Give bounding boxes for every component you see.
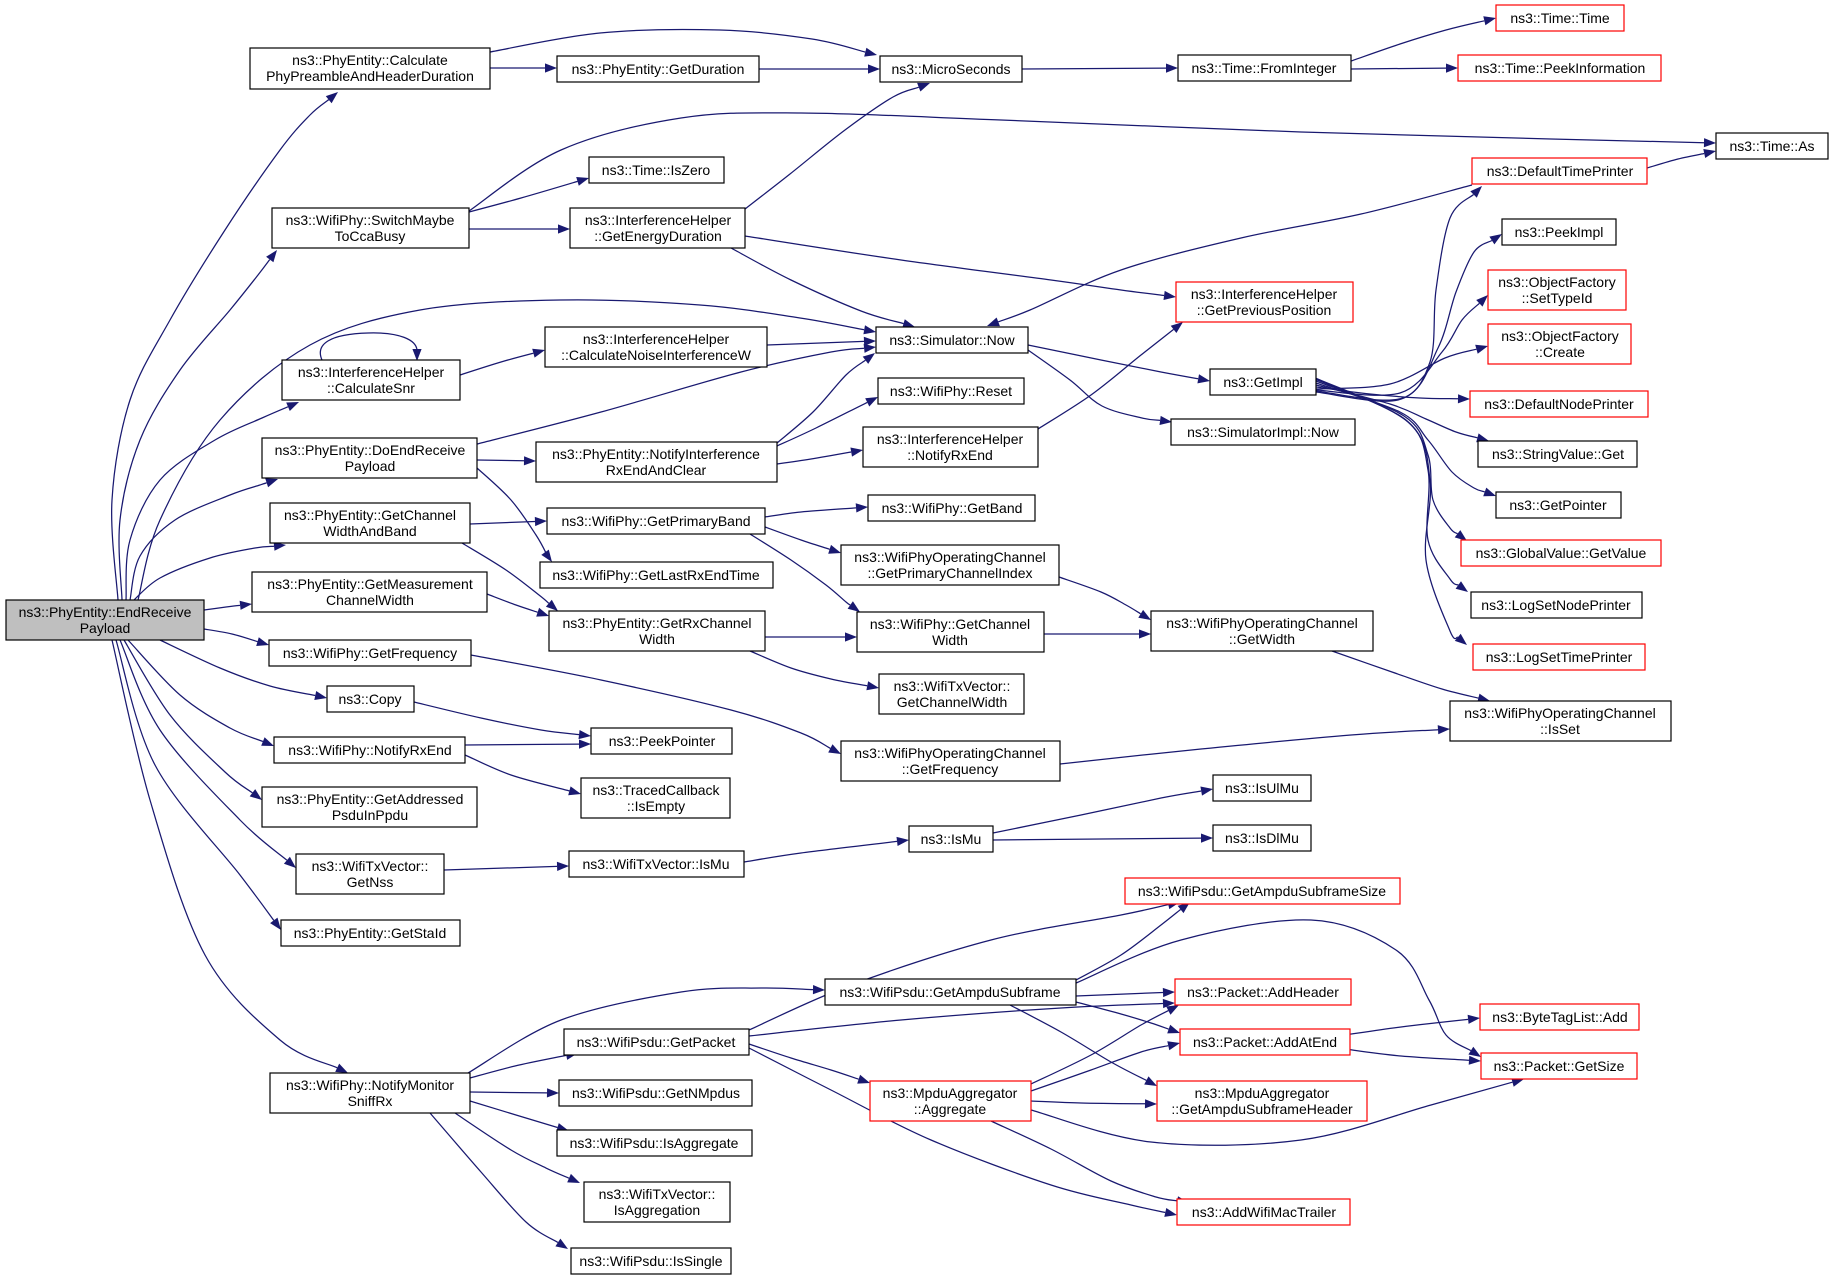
svg-text:ns3::Time::IsZero: ns3::Time::IsZero (602, 162, 711, 178)
svg-text:ns3::WifiTxVector::: ns3::WifiTxVector:: (312, 858, 429, 874)
svg-text:ns3::WifiPsdu::GetPacket: ns3::WifiPsdu::GetPacket (577, 1034, 736, 1050)
svg-text:ns3::Copy: ns3::Copy (338, 691, 401, 707)
svg-text:ns3::ObjectFactory: ns3::ObjectFactory (1501, 328, 1619, 344)
svg-text:ns3::InterferenceHelper: ns3::InterferenceHelper (585, 212, 732, 228)
svg-text:ns3::IsMu: ns3::IsMu (921, 831, 982, 847)
svg-text:::GetEnergyDuration: ::GetEnergyDuration (594, 228, 722, 244)
svg-text:ns3::AddWifiMacTrailer: ns3::AddWifiMacTrailer (1192, 1204, 1337, 1220)
svg-text:ns3::PhyEntity::GetMeasurement: ns3::PhyEntity::GetMeasurement (267, 576, 473, 592)
svg-text:ns3::WifiPhyOperatingChannel: ns3::WifiPhyOperatingChannel (1166, 615, 1357, 631)
svg-text:::IsEmpty: ::IsEmpty (627, 798, 685, 814)
svg-text:ns3::WifiPhy::NotifyMonitor: ns3::WifiPhy::NotifyMonitor (286, 1077, 454, 1093)
svg-text:GetNss: GetNss (347, 874, 394, 890)
svg-text:ns3::PhyEntity::DoEndReceive: ns3::PhyEntity::DoEndReceive (275, 442, 466, 458)
svg-text:ns3::InterferenceHelper: ns3::InterferenceHelper (877, 431, 1024, 447)
svg-text:ns3::PhyEntity::EndReceive: ns3::PhyEntity::EndReceive (19, 604, 192, 620)
svg-text:::GetPreviousPosition: ::GetPreviousPosition (1197, 302, 1332, 318)
svg-text:ns3::WifiPhy::SwitchMaybe: ns3::WifiPhy::SwitchMaybe (286, 212, 455, 228)
svg-text:PsduInPpdu: PsduInPpdu (332, 807, 408, 823)
svg-text:ns3::WifiTxVector::: ns3::WifiTxVector:: (599, 1186, 716, 1202)
svg-text:RxEndAndClear: RxEndAndClear (606, 462, 707, 478)
svg-text:ns3::ObjectFactory: ns3::ObjectFactory (1498, 274, 1616, 290)
svg-text:ns3::WifiPsdu::IsSingle: ns3::WifiPsdu::IsSingle (579, 1253, 722, 1269)
svg-text:ns3::PhyEntity::GetDuration: ns3::PhyEntity::GetDuration (572, 61, 745, 77)
svg-text:ns3::Simulator::Now: ns3::Simulator::Now (889, 332, 1015, 348)
svg-text:ns3::WifiPhyOperatingChannel: ns3::WifiPhyOperatingChannel (854, 549, 1045, 565)
svg-text:ns3::SimulatorImpl::Now: ns3::SimulatorImpl::Now (1187, 424, 1340, 440)
svg-text:ns3::LogSetNodePrinter: ns3::LogSetNodePrinter (1481, 597, 1631, 613)
svg-text:ns3::IsUlMu: ns3::IsUlMu (1225, 780, 1299, 796)
svg-text:ns3::Time::As: ns3::Time::As (1729, 138, 1814, 154)
svg-text:ns3::PhyEntity::GetChannel: ns3::PhyEntity::GetChannel (284, 507, 456, 523)
svg-text:ns3::InterferenceHelper: ns3::InterferenceHelper (1191, 286, 1338, 302)
svg-text:Width: Width (639, 631, 675, 647)
svg-text:ns3::WifiPhy::GetLastRxEndTime: ns3::WifiPhy::GetLastRxEndTime (552, 567, 759, 583)
svg-text:Payload: Payload (80, 620, 131, 636)
svg-text:ChannelWidth: ChannelWidth (326, 592, 414, 608)
svg-text:ns3::PhyEntity::GetRxChannel: ns3::PhyEntity::GetRxChannel (562, 615, 751, 631)
svg-text:ns3::MicroSeconds: ns3::MicroSeconds (891, 61, 1010, 77)
svg-text:ToCcaBusy: ToCcaBusy (335, 228, 406, 244)
svg-text:ns3::IsDlMu: ns3::IsDlMu (1225, 830, 1299, 846)
svg-text:ns3::WifiPhy::GetFrequency: ns3::WifiPhy::GetFrequency (283, 645, 457, 661)
svg-text:::Create: ::Create (1535, 344, 1585, 360)
svg-text:ns3::WifiPhy::NotifyRxEnd: ns3::WifiPhy::NotifyRxEnd (288, 742, 451, 758)
svg-text:ns3::StringValue::Get: ns3::StringValue::Get (1492, 446, 1624, 462)
svg-text:ns3::GlobalValue::GetValue: ns3::GlobalValue::GetValue (1476, 545, 1647, 561)
svg-text:ns3::WifiPsdu::IsAggregate: ns3::WifiPsdu::IsAggregate (570, 1135, 739, 1151)
svg-text:::NotifyRxEnd: ::NotifyRxEnd (907, 447, 993, 463)
svg-text:PhyPreambleAndHeaderDuration: PhyPreambleAndHeaderDuration (266, 68, 474, 84)
svg-text:::SetTypeId: ::SetTypeId (1522, 290, 1593, 306)
svg-text:ns3::Packet::GetSize: ns3::Packet::GetSize (1494, 1058, 1625, 1074)
svg-text:ns3::PhyEntity::NotifyInterfer: ns3::PhyEntity::NotifyInterference (552, 446, 760, 462)
svg-text:ns3::Time::FromInteger: ns3::Time::FromInteger (1192, 60, 1337, 76)
svg-text:ns3::PeekImpl: ns3::PeekImpl (1515, 224, 1604, 240)
svg-text:Width: Width (932, 632, 968, 648)
svg-text:::GetFrequency: ::GetFrequency (902, 761, 999, 777)
svg-text:ns3::GetImpl: ns3::GetImpl (1223, 374, 1302, 390)
svg-text:::GetWidth: ::GetWidth (1229, 631, 1295, 647)
svg-text:Payload: Payload (345, 458, 396, 474)
svg-text:::Aggregate: ::Aggregate (914, 1101, 987, 1117)
svg-text:ns3::LogSetTimePrinter: ns3::LogSetTimePrinter (1486, 649, 1633, 665)
svg-text:ns3::GetPointer: ns3::GetPointer (1509, 497, 1607, 513)
svg-text:ns3::DefaultNodePrinter: ns3::DefaultNodePrinter (1484, 396, 1634, 412)
svg-text:::IsSet: ::IsSet (1540, 721, 1580, 737)
svg-text:ns3::WifiPsdu::GetAmpduSubfram: ns3::WifiPsdu::GetAmpduSubframe (840, 984, 1061, 1000)
svg-text:ns3::MpduAggregator: ns3::MpduAggregator (1195, 1085, 1330, 1101)
svg-text:ns3::WifiPhyOperatingChannel: ns3::WifiPhyOperatingChannel (854, 745, 1045, 761)
svg-text:ns3::WifiPsdu::GetNMpdus: ns3::WifiPsdu::GetNMpdus (572, 1085, 740, 1101)
svg-text:ns3::WifiPhy::GetPrimaryBand: ns3::WifiPhy::GetPrimaryBand (561, 513, 750, 529)
svg-text:ns3::WifiPhy::GetBand: ns3::WifiPhy::GetBand (882, 500, 1023, 516)
svg-text:ns3::WifiTxVector::: ns3::WifiTxVector:: (894, 678, 1011, 694)
svg-text:GetChannelWidth: GetChannelWidth (897, 694, 1008, 710)
svg-text:ns3::WifiPhy::Reset: ns3::WifiPhy::Reset (890, 383, 1012, 399)
svg-text:ns3::TracedCallback: ns3::TracedCallback (592, 782, 720, 798)
svg-text:ns3::InterferenceHelper: ns3::InterferenceHelper (298, 364, 445, 380)
svg-text:ns3::Time::PeekInformation: ns3::Time::PeekInformation (1475, 60, 1646, 76)
svg-text:ns3::InterferenceHelper: ns3::InterferenceHelper (583, 331, 730, 347)
svg-text:WidthAndBand: WidthAndBand (323, 523, 416, 539)
svg-text:ns3::ByteTagList::Add: ns3::ByteTagList::Add (1492, 1009, 1627, 1025)
svg-text:ns3::PhyEntity::GetStaId: ns3::PhyEntity::GetStaId (294, 925, 447, 941)
svg-text:ns3::Packet::AddHeader: ns3::Packet::AddHeader (1187, 984, 1339, 1000)
svg-text:::CalculateNoiseInterferenceW: ::CalculateNoiseInterferenceW (561, 347, 752, 363)
svg-text:ns3::WifiPhyOperatingChannel: ns3::WifiPhyOperatingChannel (1464, 705, 1655, 721)
svg-text:ns3::Time::Time: ns3::Time::Time (1510, 10, 1610, 26)
svg-text:ns3::MpduAggregator: ns3::MpduAggregator (883, 1085, 1018, 1101)
svg-text:IsAggregation: IsAggregation (614, 1202, 700, 1218)
svg-text:ns3::PhyEntity::Calculate: ns3::PhyEntity::Calculate (292, 52, 448, 68)
svg-text:ns3::PeekPointer: ns3::PeekPointer (609, 733, 716, 749)
svg-text:ns3::WifiTxVector::IsMu: ns3::WifiTxVector::IsMu (582, 856, 729, 872)
svg-text:ns3::PhyEntity::GetAddressed: ns3::PhyEntity::GetAddressed (277, 791, 464, 807)
svg-text:ns3::Packet::AddAtEnd: ns3::Packet::AddAtEnd (1193, 1034, 1337, 1050)
svg-text:ns3::WifiPsdu::GetAmpduSubfram: ns3::WifiPsdu::GetAmpduSubframeSize (1138, 883, 1386, 899)
svg-text:ns3::WifiPhy::GetChannel: ns3::WifiPhy::GetChannel (870, 616, 1030, 632)
svg-text:::CalculateSnr: ::CalculateSnr (327, 380, 415, 396)
svg-text:SniffRx: SniffRx (348, 1093, 393, 1109)
svg-text:::GetPrimaryChannelIndex: ::GetPrimaryChannelIndex (868, 565, 1033, 581)
svg-text:::GetAmpduSubframeHeader: ::GetAmpduSubframeHeader (1171, 1101, 1353, 1117)
svg-text:ns3::DefaultTimePrinter: ns3::DefaultTimePrinter (1487, 163, 1634, 179)
